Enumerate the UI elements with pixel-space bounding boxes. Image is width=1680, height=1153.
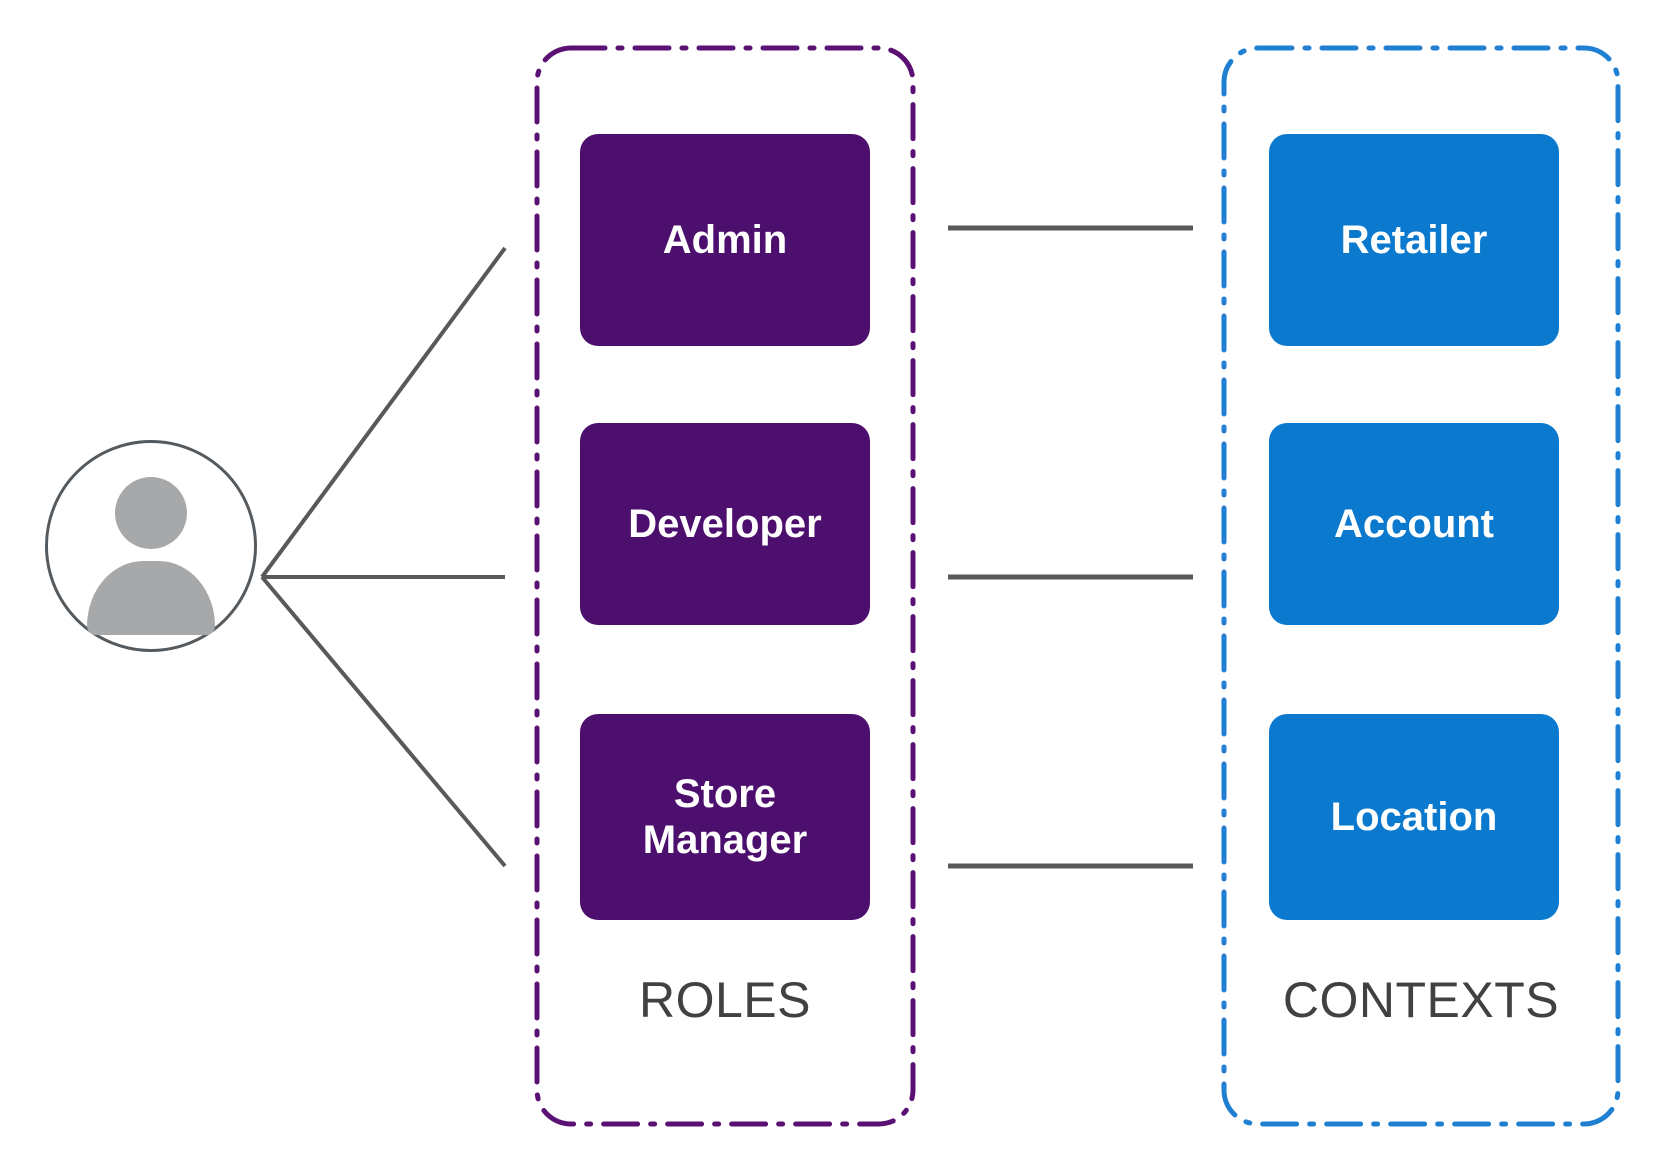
- contexts-group: Retailer Account Location CONTEXTS: [1222, 46, 1620, 1126]
- contexts-group-label: CONTEXTS: [1282, 972, 1560, 1028]
- context-chip-account[interactable]: Account: [1269, 423, 1559, 625]
- roles-group: Admin Developer Store Manager ROLES: [535, 46, 915, 1126]
- role-chip-admin[interactable]: Admin: [580, 134, 870, 346]
- role-chip-store-manager[interactable]: Store Manager: [580, 714, 870, 920]
- roles-group-label: ROLES: [638, 972, 811, 1028]
- context-chip-location[interactable]: Location: [1269, 714, 1559, 920]
- connector-user-to-admin: [260, 246, 507, 579]
- user-avatar-icon: [45, 440, 257, 652]
- context-chip-retailer[interactable]: Retailer: [1269, 134, 1559, 346]
- role-chip-developer[interactable]: Developer: [580, 423, 870, 625]
- avatar-head-shape: [115, 477, 187, 549]
- connector-user-to-store-manager: [260, 575, 507, 868]
- avatar-body-shape: [87, 561, 215, 635]
